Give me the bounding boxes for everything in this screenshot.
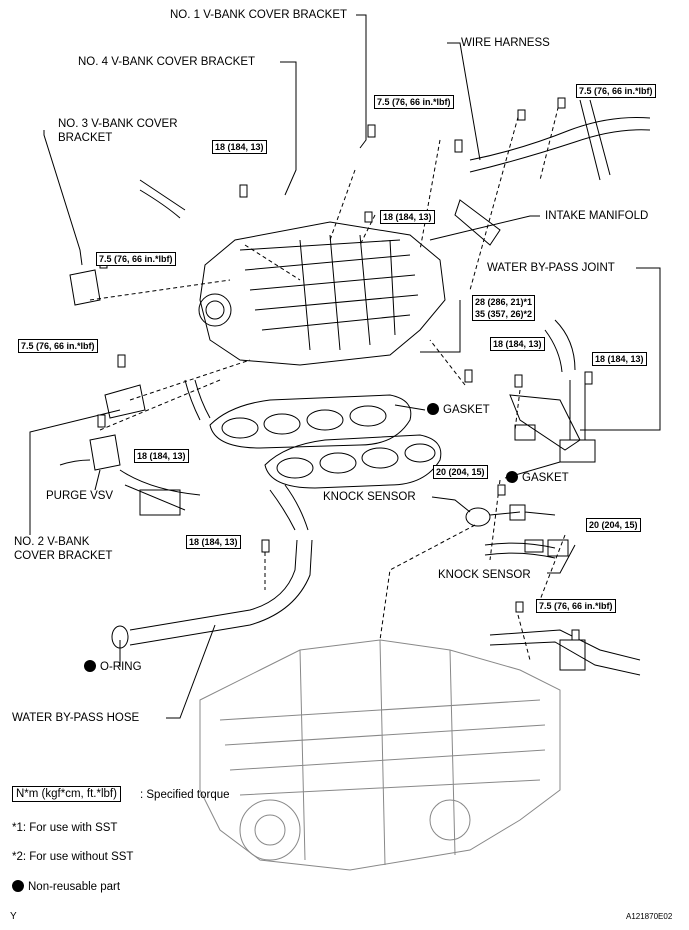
label-no1-bracket: NO. 1 V-BANK COVER BRACKET	[170, 9, 348, 21]
engine-block	[199, 639, 561, 871]
torque-box: 7.5 (76, 66 in.*lbf)	[576, 84, 656, 98]
o-ring-part	[111, 625, 129, 649]
corner-mark: Y	[10, 911, 17, 922]
intake-manifold	[199, 221, 446, 366]
leader-purge	[94, 469, 101, 491]
label-water-bypass-hose: WATER BY-PASS HOSE	[12, 712, 140, 724]
purge-vsv	[89, 434, 121, 471]
legend-torque-unit: N*m (kgf*cm, ft.*lbf)	[12, 786, 121, 802]
knock-sensor-2	[484, 542, 556, 559]
label-water-bypass-joint: WATER BY-PASS JOINT	[487, 262, 615, 274]
leader-no3	[43, 130, 83, 266]
leader-intake	[429, 215, 540, 241]
label-gasket-1: GASKET	[427, 403, 490, 417]
leader-no1	[356, 14, 367, 149]
leader-knock2	[547, 544, 576, 574]
label-no4-bracket: NO. 4 V-BANK COVER BRACKET	[78, 56, 256, 68]
torque-box: 20 (204, 15)	[586, 518, 641, 532]
torque-box: 7.5 (76, 66 in.*lbf)	[18, 339, 98, 353]
label-no3-bracket-line1: NO. 3 V-BANK COVER	[58, 118, 178, 130]
nonreusable-dot	[427, 403, 439, 415]
label-purge-vsv: PURGE VSV	[46, 490, 114, 502]
legend-note-2: *2: For use without SST	[12, 851, 134, 863]
torque-box: 18 (184, 13)	[592, 352, 647, 366]
nonreusable-dot	[84, 660, 96, 672]
knock-sensor-1	[465, 507, 491, 527]
leader-wire	[447, 42, 481, 161]
leader-f	[420, 300, 461, 353]
label-no2-bracket-line2: COVER BRACKET	[14, 550, 113, 562]
figure-code: A121870E02	[626, 912, 673, 921]
gasket-lower	[264, 434, 442, 489]
torque-box: 18 (184, 13)	[186, 535, 241, 549]
label-o-ring: O-RING	[84, 660, 142, 674]
torque-box: 7.5 (76, 66 in.*lbf)	[374, 95, 454, 109]
torque-box: 18 (184, 13)	[212, 140, 267, 154]
label-no3-bracket-line2: BRACKET	[58, 132, 113, 144]
legend-torque-desc: : Specified torque	[140, 789, 230, 801]
torque-box: 7.5 (76, 66 in.*lbf)	[96, 252, 176, 266]
leader-joint	[580, 267, 661, 431]
torque-box: 28 (286, 21)*1 35 (357, 26)*2	[472, 295, 536, 321]
torque-box: 7.5 (76, 66 in.*lbf)	[536, 599, 616, 613]
legend-note-1: *1: For use with SST	[12, 822, 118, 834]
label-knock-sensor-2: KNOCK SENSOR	[438, 569, 531, 581]
torque-box: 18 (184, 13)	[134, 449, 189, 463]
leader-no2	[29, 409, 121, 535]
label-no2-bracket-line1: NO. 2 V-BANK	[14, 536, 90, 548]
gasket-upper	[209, 394, 412, 449]
label-wire-harness: WIRE HARNESS	[461, 37, 550, 49]
leader-no4	[280, 61, 297, 196]
torque-box: 18 (184, 13)	[490, 337, 545, 351]
torque-line: 35 (357, 26)*2	[475, 309, 533, 319]
wire-harness	[469, 117, 651, 173]
torque-box: 18 (184, 13)	[380, 210, 435, 224]
label-gasket-2: GASKET	[506, 471, 569, 485]
water-bypass-hose	[129, 539, 313, 646]
nonreusable-dot	[12, 880, 24, 892]
torque-line: 28 (286, 21)*1	[475, 297, 533, 307]
label-knock-sensor-1: KNOCK SENSOR	[323, 491, 416, 503]
leader-knock1	[431, 496, 471, 513]
torque-box: 20 (204, 15)	[433, 465, 488, 479]
nonreusable-dot	[506, 471, 518, 483]
label-intake-manifold: INTAKE MANIFOLD	[545, 210, 649, 222]
leader-hose	[166, 624, 216, 719]
legend-nonreusable: Non-reusable part	[12, 880, 120, 894]
water-bypass-joint	[509, 394, 581, 451]
